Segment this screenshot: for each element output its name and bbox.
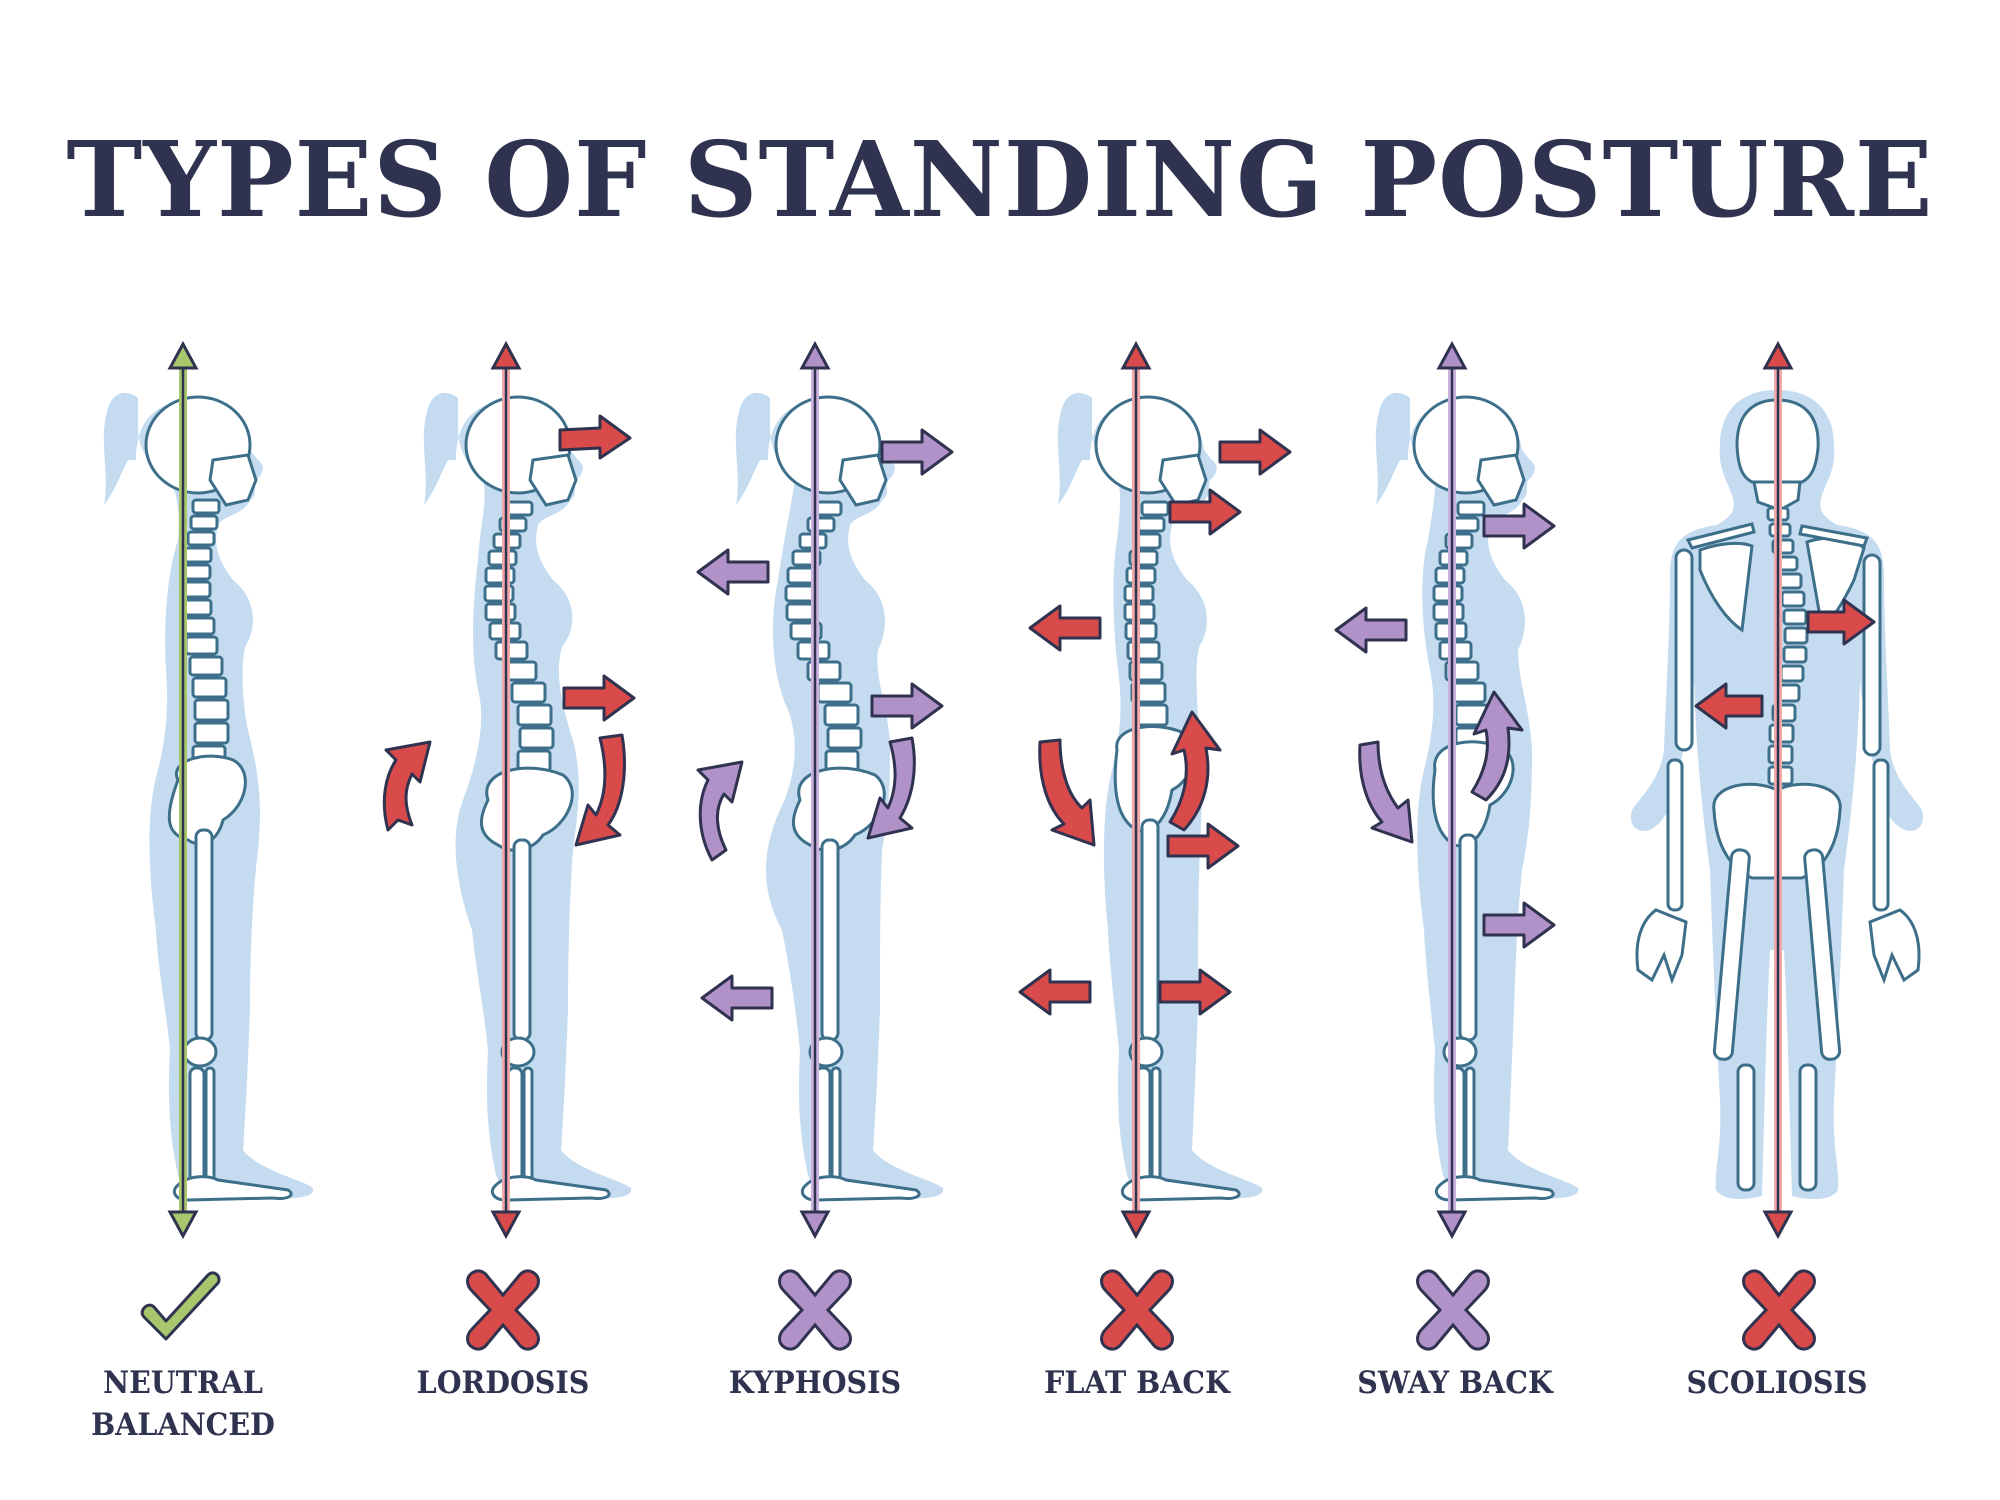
right-tibia (1798, 1063, 1818, 1192)
posture-label-line1: LORDOSIS (416, 1365, 590, 1401)
tibia (506, 1066, 524, 1185)
left-femur (1712, 848, 1751, 1061)
arrow-left-icon (700, 974, 774, 1022)
tibia (188, 1066, 206, 1185)
right-hand (1868, 908, 1921, 985)
left-forearm (1666, 758, 1684, 912)
posture-panel-lordosis: LORDOSIS (338, 330, 668, 1470)
posture-label: LORDOSIS (351, 1362, 655, 1404)
x-mark-icon (466, 1269, 540, 1351)
plumb-line-purple (799, 340, 831, 1240)
curved-arrow-down-icon (574, 733, 626, 847)
left-hand (1635, 908, 1688, 985)
right-femur (1803, 848, 1842, 1061)
plumb-line-red (1762, 340, 1794, 1240)
deviation-arrows (1018, 428, 1292, 1016)
spine (784, 500, 863, 773)
arrow-right-icon (562, 674, 636, 722)
arrow-left-icon (1028, 604, 1102, 652)
curved-arrow-down-icon (1038, 738, 1096, 847)
right-clavicle (1798, 524, 1870, 548)
plumb-line-red (490, 340, 522, 1240)
curved-arrow-up-icon (1168, 710, 1222, 832)
page-title: TYPES OF STANDING POSTURE (66, 118, 1934, 241)
posture-label-line1: FLAT BACK (1044, 1365, 1230, 1401)
posture-label: FLAT BACK (985, 1362, 1289, 1404)
deviation-arrows (1334, 502, 1556, 949)
side-view-figure (382, 340, 636, 1240)
arrow-left-icon (1334, 606, 1408, 654)
femur (194, 828, 214, 1042)
posture-panel-flat-back: FLAT BACK (972, 330, 1302, 1470)
left-humerus (1674, 548, 1694, 752)
x-mark-icon (1100, 1269, 1174, 1351)
arrow-right-icon (1482, 502, 1556, 550)
plumb-line-purple (1436, 340, 1468, 1240)
posture-panel-scoliosis: SCOLIOSIS (1612, 330, 1942, 1470)
posture-label: SCOLIOSIS (1625, 1362, 1929, 1404)
curved-arrow-up-icon (696, 760, 744, 862)
posture-label-line1: NEUTRAL (103, 1365, 263, 1401)
side-view-figure (1018, 340, 1292, 1240)
arrow-right-icon (870, 682, 944, 730)
side-view-figure (103, 340, 314, 1240)
arrow-right-icon (1168, 488, 1242, 536)
curved-arrow-up-icon (382, 740, 432, 832)
plumb-line-red (1120, 340, 1152, 1240)
femur (1458, 833, 1478, 1042)
arrow-right-icon (1806, 598, 1876, 646)
pelvis (167, 754, 247, 846)
x-mark-icon (1416, 1269, 1490, 1351)
posture-label-line1: SCOLIOSIS (1686, 1365, 1868, 1401)
left-clavicle (1685, 522, 1756, 550)
deviation-arrows (696, 428, 954, 1022)
foot (800, 1175, 921, 1202)
arrow-left-icon (696, 548, 770, 596)
foot (1434, 1175, 1555, 1202)
arrow-right-icon (880, 428, 954, 476)
arrow-right-icon (1482, 901, 1556, 949)
arrow-left-icon (1694, 682, 1764, 730)
foot (490, 1175, 611, 1202)
femur (820, 838, 840, 1042)
deviation-arrows (1694, 598, 1876, 730)
posture-panel-kyphosis: KYPHOSIS (650, 330, 980, 1470)
back-view-figure (1630, 340, 1924, 1240)
posture-label-line1: KYPHOSIS (728, 1365, 902, 1401)
right-forearm (1872, 758, 1890, 912)
checkmark-icon (140, 1271, 221, 1341)
posture-panel-neutral: NEUTRAL BALANCED (18, 330, 348, 1470)
knee (182, 1036, 218, 1068)
side-view-figure (696, 340, 954, 1240)
arrow-right-icon (558, 414, 632, 460)
arrow-right-icon (1166, 822, 1240, 870)
femur (512, 838, 532, 1042)
x-mark-icon (778, 1269, 852, 1351)
curved-arrow-down-icon (1358, 740, 1414, 844)
foot (1120, 1175, 1241, 1202)
deviation-arrows (382, 414, 636, 847)
arrow-right-icon (1218, 428, 1292, 476)
right-humerus (1862, 553, 1882, 757)
posture-label-line1: SWAY BACK (1357, 1365, 1553, 1401)
left-tibia (1736, 1063, 1756, 1192)
left-scapula (1698, 541, 1754, 633)
posture-panel-sway-back: SWAY BACK (1290, 330, 1620, 1470)
femur (1140, 818, 1160, 1042)
x-mark-icon (1742, 1269, 1816, 1351)
curved-arrow-down-icon (866, 736, 916, 840)
foot (172, 1175, 293, 1202)
side-view-figure (1334, 340, 1579, 1240)
arrow-right-icon (1158, 968, 1232, 1016)
posture-label: NEUTRAL BALANCED (31, 1362, 335, 1446)
posture-label: SWAY BACK (1303, 1362, 1607, 1404)
curved-arrow-up-icon (1470, 690, 1524, 802)
plumb-line-green (167, 340, 199, 1240)
posture-label-line2: BALANCED (91, 1407, 275, 1443)
arrow-left-icon (1018, 968, 1092, 1016)
posture-label: KYPHOSIS (663, 1362, 967, 1404)
